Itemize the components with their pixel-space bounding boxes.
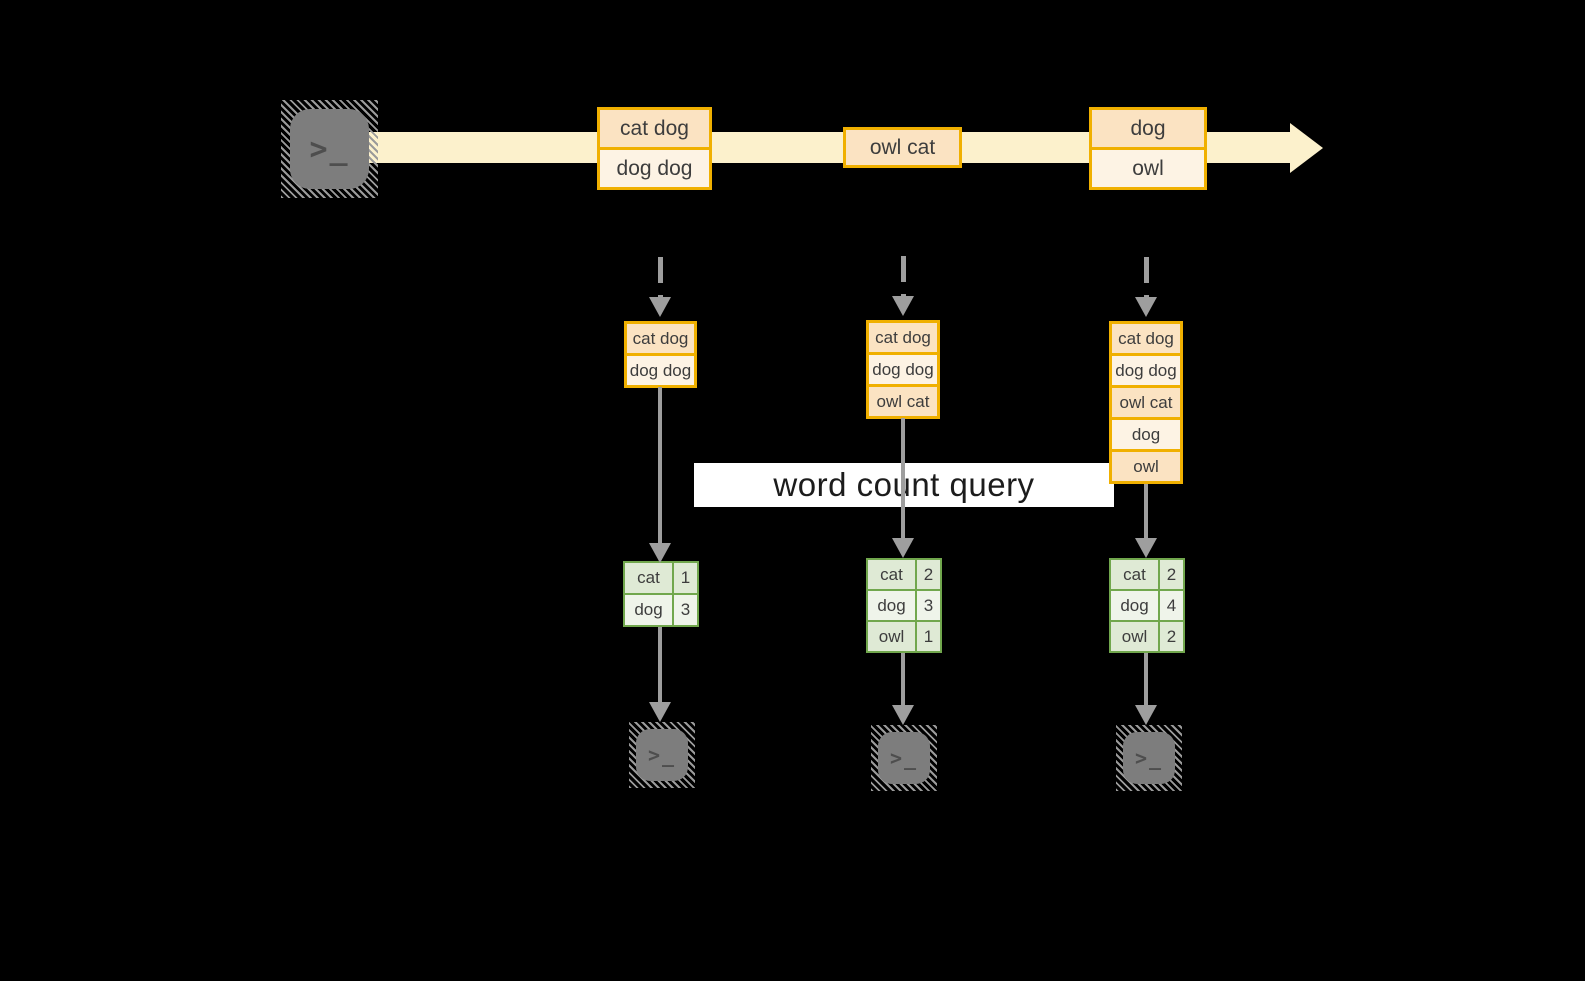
- event-line: dog: [1092, 110, 1204, 147]
- event-line: owl: [1092, 150, 1204, 187]
- count-cell: 2: [917, 560, 940, 589]
- stack-line: dog dog: [1112, 356, 1180, 385]
- word-count-table-1: cat 1 dog 3: [623, 561, 699, 627]
- stack-line: owl cat: [869, 387, 937, 416]
- terminal-screen: >_: [636, 729, 688, 781]
- connector-line: [901, 418, 905, 540]
- output-terminal-icon-1: >_: [629, 722, 695, 788]
- dashed-arrow-line: [658, 257, 663, 299]
- count-cell: 3: [674, 595, 697, 625]
- stack-line: dog dog: [627, 356, 694, 385]
- arrowhead-icon: [892, 538, 914, 558]
- word-count-table-2: cat 2 dog 3 owl 1: [866, 558, 942, 653]
- batch-stack-1: cat dog dog dog: [624, 321, 697, 388]
- word-cell: owl: [1111, 622, 1158, 651]
- stack-line: dog: [1112, 420, 1180, 449]
- terminal-screen: >_: [290, 109, 369, 189]
- count-cell: 2: [1160, 622, 1183, 651]
- count-cell: 4: [1160, 591, 1183, 620]
- count-cell: 3: [917, 591, 940, 620]
- event-line: owl cat: [846, 130, 959, 165]
- event-line: dog dog: [600, 150, 709, 187]
- event-line: cat dog: [600, 110, 709, 147]
- stack-line: cat dog: [869, 323, 937, 352]
- terminal-screen: >_: [1123, 732, 1175, 784]
- terminal-prompt-icon: >_: [889, 746, 919, 770]
- stack-line: cat dog: [1112, 324, 1180, 353]
- arrowhead-icon: [1135, 538, 1157, 558]
- word-cell: owl: [868, 622, 915, 651]
- terminal-screen: >_: [878, 732, 930, 784]
- stream-arrowhead-icon: [1290, 123, 1323, 173]
- word-cell: cat: [868, 560, 915, 589]
- arrowhead-icon: [649, 702, 671, 722]
- arrowhead-icon: [1135, 705, 1157, 725]
- terminal-prompt-icon: >_: [309, 131, 350, 167]
- word-count-table-3: cat 2 dog 4 owl 2: [1109, 558, 1185, 653]
- connector-line: [1144, 483, 1148, 540]
- batch-stack-3: cat dog dog dog owl cat dog owl: [1109, 321, 1183, 484]
- connector-line: [1144, 653, 1148, 706]
- word-cell: dog: [868, 591, 915, 620]
- stream-event-box-1: cat dog dog dog: [597, 107, 712, 190]
- stream-event-box-3: dog owl: [1089, 107, 1207, 190]
- dashed-arrowhead-icon: [649, 297, 671, 317]
- connector-line: [901, 653, 905, 706]
- count-cell: 1: [917, 622, 940, 651]
- count-cell: 1: [674, 563, 697, 593]
- word-cell: cat: [625, 563, 672, 593]
- dashed-arrowhead-icon: [892, 296, 914, 316]
- count-cell: 2: [1160, 560, 1183, 589]
- arrowhead-icon: [649, 543, 671, 563]
- stack-line: owl: [1112, 452, 1180, 481]
- dashed-arrow-line: [901, 256, 906, 298]
- word-cell: dog: [1111, 591, 1158, 620]
- arrowhead-icon: [892, 705, 914, 725]
- connector-line: [658, 627, 662, 704]
- stack-line: dog dog: [869, 355, 937, 384]
- terminal-prompt-icon: >_: [647, 743, 677, 767]
- stack-line: owl cat: [1112, 388, 1180, 417]
- word-cell: dog: [625, 595, 672, 625]
- stream-event-box-2: owl cat: [843, 127, 962, 168]
- batch-stack-2: cat dog dog dog owl cat: [866, 320, 940, 419]
- source-terminal-icon: >_: [281, 100, 378, 198]
- terminal-prompt-icon: >_: [1134, 746, 1164, 770]
- output-terminal-icon-2: >_: [871, 725, 937, 791]
- output-terminal-icon-3: >_: [1116, 725, 1182, 791]
- stack-line: cat dog: [627, 324, 694, 353]
- dashed-arrowhead-icon: [1135, 297, 1157, 317]
- word-cell: cat: [1111, 560, 1158, 589]
- connector-line: [658, 387, 662, 545]
- dashed-arrow-line: [1144, 257, 1149, 299]
